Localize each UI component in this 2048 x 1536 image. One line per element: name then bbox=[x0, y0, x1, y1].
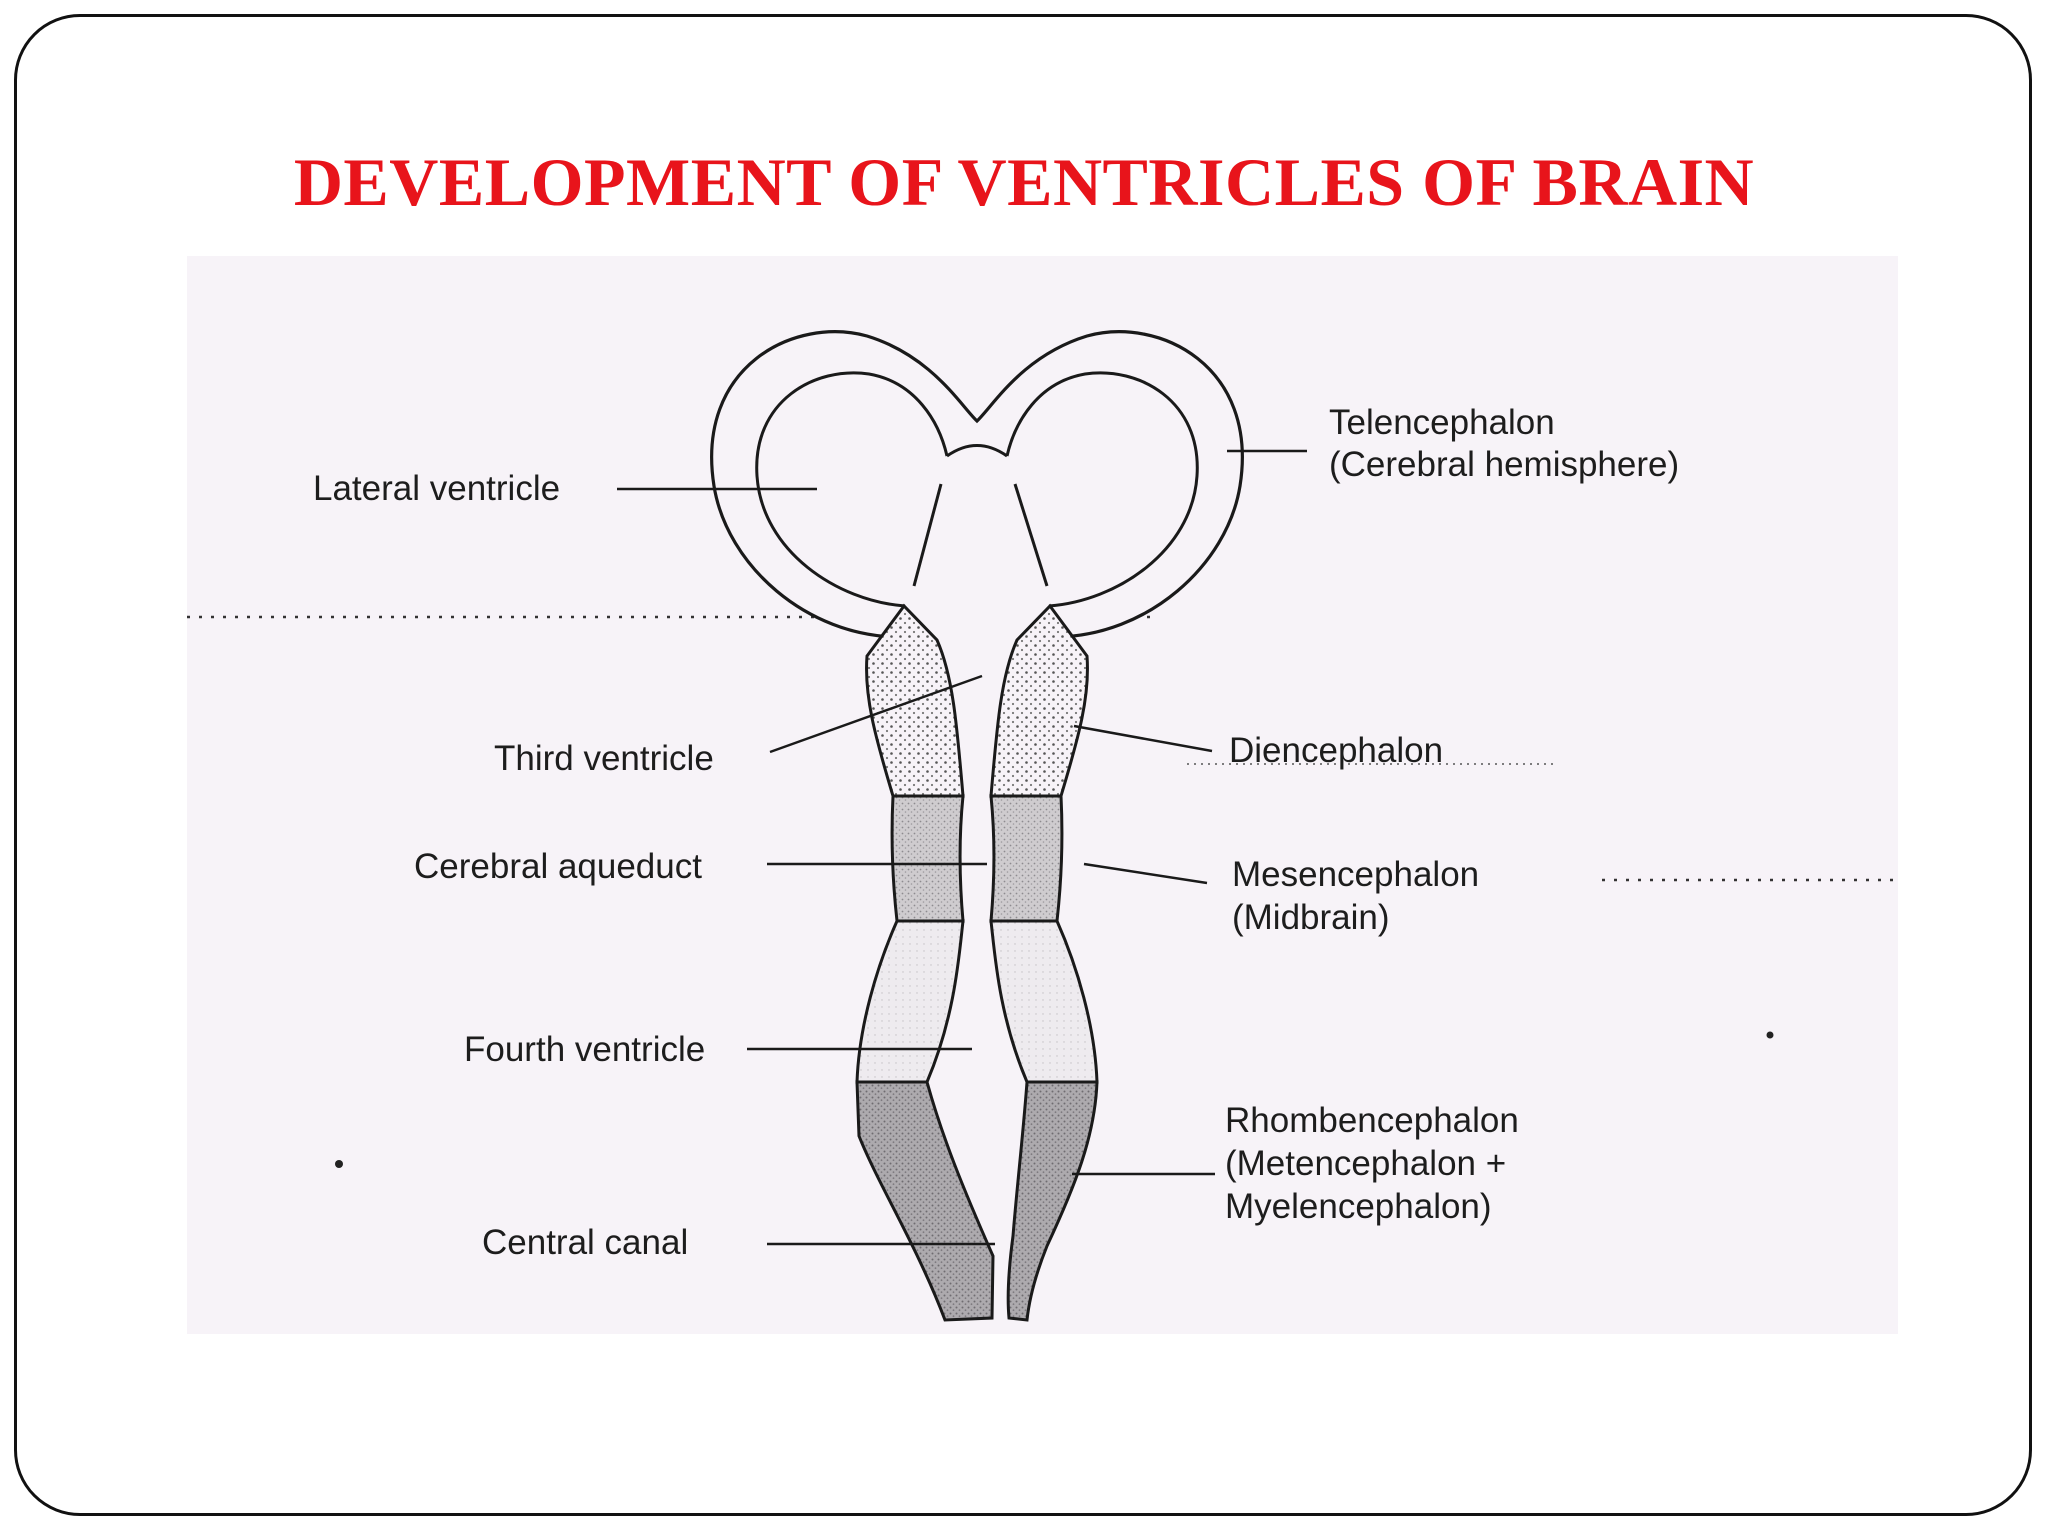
label-telencephalon-sub: (Cerebral hemisphere) bbox=[1329, 445, 1679, 484]
label-central-canal: Central canal bbox=[482, 1223, 688, 1262]
rhombencephalon-left-wall bbox=[855, 1080, 995, 1322]
label-rhombencephalon-sub1: (Metencephalon + bbox=[1225, 1144, 1506, 1183]
label-lateral-ventricle: Lateral ventricle bbox=[313, 469, 560, 508]
rhombencephalon-right-wall bbox=[1006, 1080, 1099, 1322]
label-rhombencephalon: Rhombencephalon bbox=[1225, 1101, 1519, 1140]
lateral-ventricle-left-cavity bbox=[755, 371, 949, 608]
ventricles-diagram: Lateral ventricle Third ventricle Cerebr… bbox=[187, 256, 1898, 1334]
label-fourth-ventricle: Fourth ventricle bbox=[464, 1030, 705, 1069]
lateral-ventricle-right-cavity bbox=[1005, 371, 1199, 608]
label-third-ventricle: Third ventricle bbox=[494, 739, 714, 778]
mesencephalon-right-wall bbox=[989, 794, 1064, 923]
interventricular-arch bbox=[946, 444, 1008, 458]
leader-diencephalon bbox=[1073, 724, 1213, 753]
leader-third-ventricle bbox=[769, 674, 983, 754]
label-mesencephalon-sub: (Midbrain) bbox=[1232, 898, 1390, 937]
label-diencephalon: Diencephalon bbox=[1229, 731, 1443, 770]
label-mesencephalon: Mesencephalon bbox=[1232, 855, 1479, 894]
label-rhombencephalon-sub2: Myelencephalon) bbox=[1225, 1187, 1492, 1226]
slide-title: DEVELOPMENT OF VENTRICLES OF BRAIN bbox=[293, 144, 1755, 220]
label-cerebral-aqueduct: Cerebral aqueduct bbox=[414, 847, 702, 886]
telencephalon-outer-wall bbox=[710, 330, 1244, 639]
leader-mesencephalon bbox=[1083, 862, 1208, 885]
label-telencephalon: Telencephalon bbox=[1329, 403, 1555, 442]
mesencephalon-left-wall bbox=[890, 794, 965, 923]
